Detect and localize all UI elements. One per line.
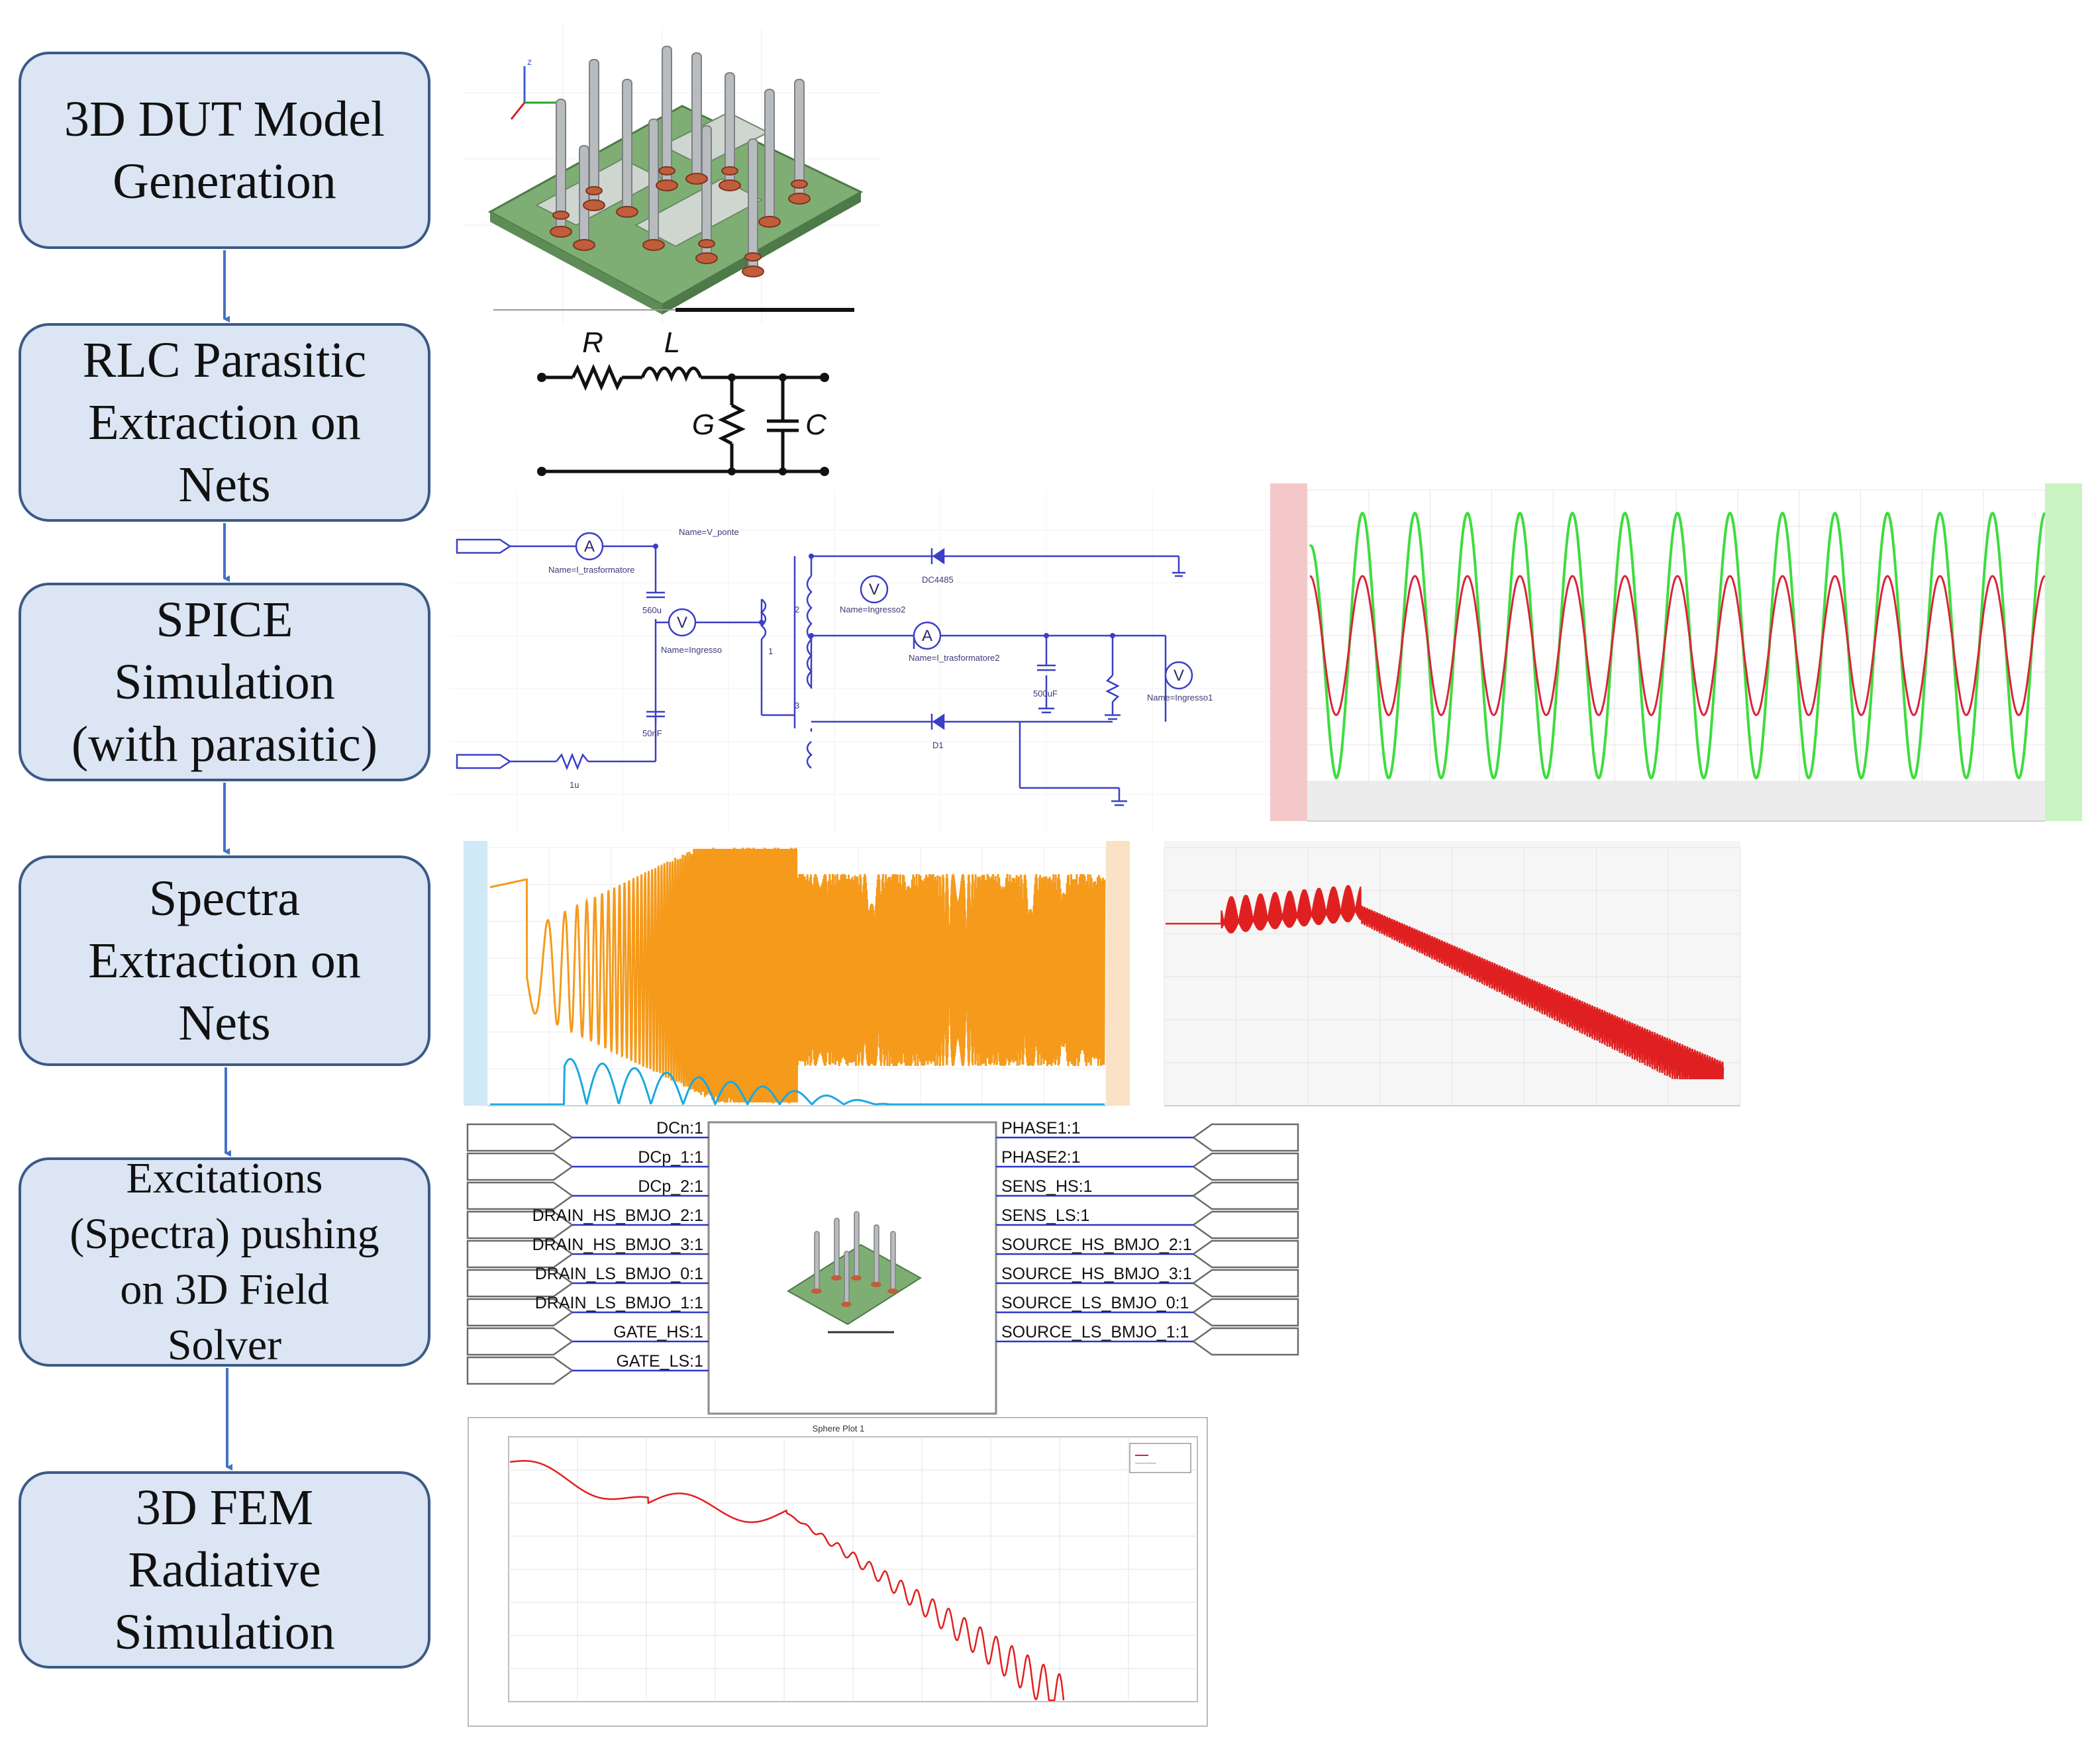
label-v-ponte: Name=V_ponte [679,527,739,537]
port-terminal [466,1210,574,1239]
port-label-right: PHASE2:1 [1001,1148,1081,1167]
port-terminal [1191,1298,1299,1327]
port-terminal [1191,1239,1299,1269]
step-3d-dut-model: 3D DUT Model Generation [19,52,430,249]
step-spice-simulation: SPICE Simulation (with parasitic) [19,583,430,781]
fem-radiation-plot: Sphere Plot 1 [468,1417,1208,1727]
port-label-left: DCn:1 [656,1119,703,1138]
step-excitations: Excitations (Spectra) pushing on 3D Fiel… [19,1154,430,1369]
label-cap2: 500uF [1033,689,1058,699]
label-resistor: 1u [570,780,579,790]
series-radiated-field [509,1460,1065,1702]
port-terminal [466,1123,574,1152]
port-terminal [1191,1152,1299,1181]
spectrum-red-plot [1146,841,1748,1119]
port-terminal [466,1298,574,1327]
port-label-left: GATE_HS:1 [613,1323,703,1341]
port-label-right: PHASE1:1 [1001,1119,1081,1138]
svg-text:A: A [584,538,595,556]
pin-array [550,46,811,277]
port-terminal [1191,1269,1299,1298]
step-3d-fem: 3D FEM Radiative Simulation [19,1471,430,1669]
port-label-right: SOURCE_HS_BMJO_3:1 [1001,1265,1192,1283]
label-cap1: 50nF [642,728,662,738]
label-i-trasformatore: Name=I_trasformatore [548,565,634,575]
svg-text:z: z [527,56,532,67]
step-label: 3D DUT Model Generation [64,91,385,209]
voltmeter [668,608,697,637]
port-label-right: SENS_HS:1 [1001,1177,1093,1196]
conductance-g [718,403,746,446]
port-label-left: DCp_1:1 [638,1148,703,1167]
fem-legend [1129,1443,1191,1473]
label-g: G [692,409,715,441]
series-green-waveform [1309,511,2046,780]
svg-text:A: A [922,627,932,645]
inductor-l [640,366,703,382]
step-spectra-extraction: Spectra Extraction on Nets [19,855,430,1066]
port-terminal [466,1269,574,1298]
label-winding-3: 3 [795,701,799,710]
step-label: SPICE Simulation (with parasitic) [71,592,378,772]
svg-text:V: V [677,614,687,632]
ammeter [575,532,604,561]
voltmeter [1164,661,1193,690]
label-l: L [664,326,680,359]
series-cyan-spectrum [490,1057,1105,1106]
svg-text:V: V [869,581,879,599]
label-diode-top: DC4485 [922,575,954,585]
port-label-left: DRAIN_HS_BMJO_3:1 [532,1236,703,1254]
fem-plot-title: Sphere Plot 1 [813,1424,865,1433]
port-label-left: GATE_LS:1 [616,1352,703,1371]
port-label-right: SOURCE_HS_BMJO_2:1 [1001,1236,1192,1254]
port-excitation-schematic: DCn:1DCp_1:1DCp_2:1DRAIN_HS_BMJO_2:1DRAI… [464,1119,1305,1424]
step-label: 3D FEM Radiative Simulation [114,1480,335,1660]
rlc-circuit-diagram: R L G C [537,326,829,476]
port-label-right: SENS_LS:1 [1001,1206,1089,1225]
voltmeter [860,575,889,604]
port-terminal [466,1181,574,1210]
spectra-orange-plot [464,841,1132,1119]
port-terminal [466,1152,574,1181]
port-terminal [466,1327,574,1356]
flow-arrows [223,250,232,1471]
step-label: Excitations (Spectra) pushing on 3D Fiel… [70,1154,379,1369]
port-terminal [1191,1210,1299,1239]
label-i-trasformatore2: Name=I_trasformatore2 [909,653,1000,663]
port-terminal [1191,1123,1299,1152]
label-diode-bot: D1 [932,740,944,750]
step-label: Spectra Extraction on Nets [88,871,361,1051]
port-label-left: DRAIN_HS_BMJO_2:1 [532,1206,703,1225]
label-c: C [805,409,827,441]
resistor-r [571,364,624,391]
dut-thumbnail [787,1211,922,1334]
port-terminal [466,1239,574,1269]
ammeter [913,621,942,650]
svg-text:V: V [1174,667,1184,685]
port-label-right: SOURCE_LS_BMJO_1:1 [1001,1323,1189,1341]
port-label-left: DCp_2:1 [638,1177,703,1196]
port-terminal [1191,1181,1299,1210]
step-rlc-extraction: RLC Parasitic Extraction on Nets [19,323,430,522]
label-r: R [582,326,603,359]
label-inductor: 560u [642,605,662,615]
series-red-waveform [1309,575,2046,716]
label-winding-1: 1 [768,646,773,656]
series-red-spectrum [1166,885,1725,1080]
port-label-right: SOURCE_LS_BMJO_0:1 [1001,1294,1189,1312]
label-ingresso2: Name=Ingresso2 [840,605,905,614]
label-ingresso: Name=Ingresso [661,645,722,655]
spice-schematic: A V V A V Name=V_ponte Name=I_trasformatore… [450,490,1278,834]
series-orange-waveform [489,848,1106,1104]
port-label-left: DRAIN_LS_BMJO_0:1 [535,1265,703,1283]
label-winding-2: 2 [795,605,799,614]
step-label: RLC Parasitic Extraction on Nets [82,332,367,512]
port-terminal [1191,1327,1299,1356]
label-ingresso1: Name=Ingresso1 [1147,693,1213,703]
dut-3d-model-image: z [464,26,881,324]
port-label-left: DRAIN_LS_BMJO_1:1 [535,1294,703,1312]
spice-waveform-plot [1270,483,2085,834]
port-terminal [466,1356,574,1385]
